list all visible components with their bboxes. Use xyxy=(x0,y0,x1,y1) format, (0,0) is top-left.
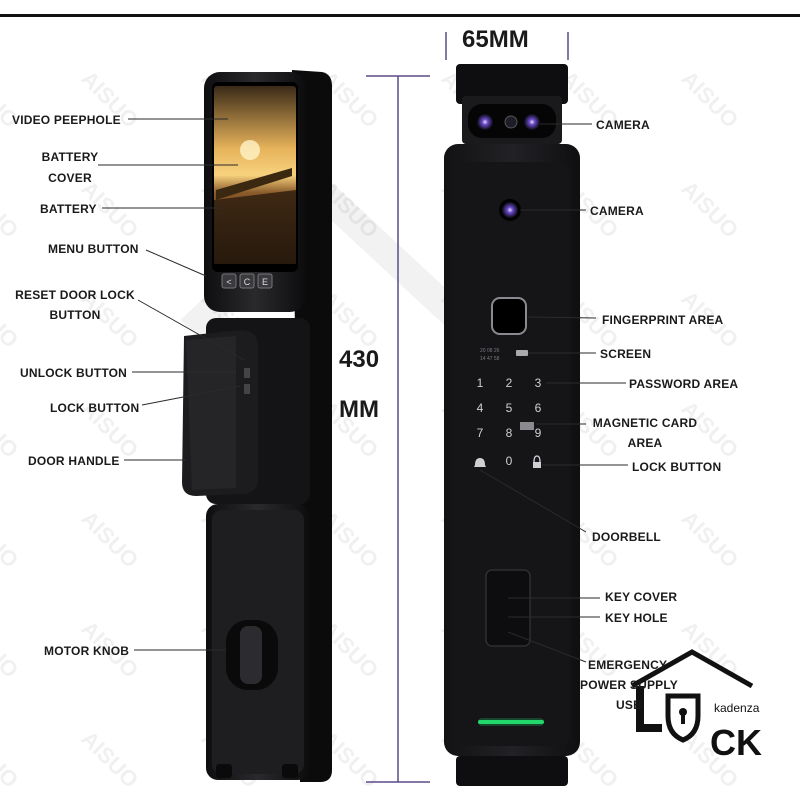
label-reset-door-lock: RESET DOOR LOCK BUTTON xyxy=(10,288,140,322)
keypad-key: 5 xyxy=(506,401,513,415)
label-camera-front: CAMERA xyxy=(590,204,644,218)
height-dimension-value: 430 xyxy=(339,346,380,373)
lock-key-icon xyxy=(533,462,541,468)
label-magnetic-line2: AREA xyxy=(627,436,663,450)
label-battery-cover: BATTERY COVER xyxy=(30,150,110,185)
height-dimension xyxy=(366,75,430,783)
keypad-key: 1 xyxy=(477,376,484,390)
logo-brand: kadenza xyxy=(712,701,762,715)
svg-text:C: C xyxy=(244,277,251,287)
label-battery: BATTERY xyxy=(40,202,97,216)
label-camera-top: CAMERA xyxy=(596,118,650,132)
label-reset-line1: RESET DOOR LOCK xyxy=(15,288,135,302)
label-doorbell: DOORBELL xyxy=(592,530,661,544)
label-emergency-power: EMERGENCY POWER SUPPLY USB xyxy=(580,658,678,712)
screen-line-2: 14 47 58 xyxy=(480,356,500,362)
keypad-key: 2 xyxy=(506,376,513,390)
height-dimension-unit: MM xyxy=(339,396,379,423)
label-screen: SCREEN xyxy=(600,347,652,361)
keypad-key: 3 xyxy=(535,376,542,390)
label-emergency-line1: EMERGENCY xyxy=(588,658,668,672)
label-magnetic-line1: MAGNETIC CARD xyxy=(592,416,698,430)
keypad-key: 4 xyxy=(477,401,484,415)
keypad-key: 7 xyxy=(477,426,484,440)
inner-lock-body: < C E xyxy=(182,70,332,782)
logo-word-ck: CK xyxy=(710,722,762,763)
width-dimension-label: 65MM xyxy=(462,26,529,53)
svg-text:E: E xyxy=(262,277,268,287)
label-magnetic-card-area: MAGNETIC CARD AREA xyxy=(586,416,704,450)
keypad-key: 9 xyxy=(535,426,542,440)
label-lock-button-right: LOCK BUTTON xyxy=(632,460,722,474)
label-video-peephole: VIDEO PEEPHOLE xyxy=(12,113,121,127)
label-battery-cover-line1: BATTERY xyxy=(41,150,99,164)
leader-lines xyxy=(98,118,628,663)
label-battery-cover-line2: COVER xyxy=(48,171,92,185)
label-motor-knob: MOTOR KNOB xyxy=(44,644,130,658)
label-emergency-line3: USB xyxy=(616,698,642,712)
keypad-key: 0 xyxy=(506,454,513,468)
label-menu-button: MENU BUTTON xyxy=(48,242,139,256)
label-door-handle: DOOR HANDLE xyxy=(28,454,120,468)
outer-lock-body: 20 08 26 14 47 58 1 2 3 4 5 6 7 8 9 0 xyxy=(444,64,580,786)
screen-line-1: 20 08 26 xyxy=(480,348,500,354)
label-fingerprint-area: FINGERPRINT AREA xyxy=(602,313,724,327)
label-reset-line2: BUTTON xyxy=(49,308,101,322)
label-lock-button-left: LOCK BUTTON xyxy=(50,401,140,415)
keypad-key: 8 xyxy=(506,426,513,440)
label-key-cover: KEY COVER xyxy=(605,590,678,604)
svg-text:<: < xyxy=(226,277,231,287)
label-key-hole: KEY HOLE xyxy=(605,611,668,625)
lock-logo xyxy=(630,649,754,743)
width-dimension xyxy=(445,32,569,60)
doorbell-icon xyxy=(474,458,486,467)
keypad: 1 2 3 4 5 6 7 8 9 0 xyxy=(477,376,542,468)
label-password-area: PASSWORD AREA xyxy=(629,377,739,391)
label-unlock-button: UNLOCK BUTTON xyxy=(20,366,128,380)
label-emergency-line2: POWER SUPPLY xyxy=(580,678,678,692)
keypad-key: 6 xyxy=(535,401,542,415)
top-border-line xyxy=(0,14,800,17)
